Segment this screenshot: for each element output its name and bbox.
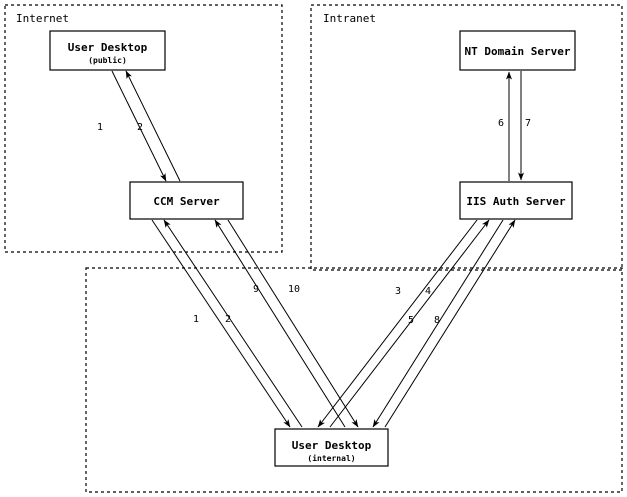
zone-internal-boundary <box>85 267 623 493</box>
edge-step-labels: 1 2 1 2 3 4 5 8 6 7 9 10 <box>97 118 531 326</box>
edge-group-public-ccm <box>111 70 181 182</box>
edge-1-ccm-to-internal <box>151 219 291 428</box>
edge-2-internal-to-ccm <box>163 219 303 428</box>
node-box-nt-domain-server[interactable] <box>459 30 576 71</box>
edge-label-step-8: 8 <box>434 315 440 326</box>
node-title-ccm-server: CCM Server <box>153 195 220 208</box>
node-box-user-desktop-internal[interactable] <box>274 428 389 467</box>
edge-label-step-3: 3 <box>395 286 401 297</box>
edge-5-iis-to-internal <box>372 219 504 428</box>
edge-8-internal-to-iis <box>384 219 516 428</box>
node-ccm-server[interactable]: CCM Server <box>129 181 244 220</box>
zone-boundaries <box>4 4 623 493</box>
node-box-iis-auth-server[interactable] <box>459 181 573 220</box>
edge-group-ccm-internal-12 <box>151 219 303 428</box>
node-box-user-desktop-public[interactable] <box>49 30 166 71</box>
edge-label-step-2-internal: 2 <box>225 314 231 325</box>
node-user-desktop-public[interactable]: User Desktop (public) <box>49 30 166 71</box>
node-iis-auth-server[interactable]: IIS Auth Server <box>459 181 573 220</box>
node-subtitle-user-desktop-internal: (internal) <box>307 453 355 463</box>
zone-label-intranet: Intranet <box>323 12 376 25</box>
edge-label-step-2-public: 2 <box>137 122 143 133</box>
zone-internet-boundary <box>4 4 283 253</box>
edge-group-iis-internal-34 <box>317 219 490 428</box>
edge-label-step-1-internal: 1 <box>193 314 199 325</box>
edge-9-internal-to-ccm <box>214 219 346 428</box>
edge-group-ccm-internal-910 <box>214 219 359 428</box>
node-title-nt-domain-server: NT Domain Server <box>465 45 571 58</box>
zone-labels: Internet Intranet <box>16 12 376 25</box>
edge-label-step-9: 9 <box>253 284 259 295</box>
edge-10-ccm-to-internal <box>227 219 359 428</box>
node-title-user-desktop-public: User Desktop <box>68 41 148 54</box>
node-title-user-desktop-internal: User Desktop <box>292 439 372 452</box>
edge-4-internal-to-iis <box>329 219 490 428</box>
edge-group-iis-internal-58 <box>372 219 516 428</box>
edge-label-step-5: 5 <box>408 315 414 326</box>
edge-label-step-6: 6 <box>498 118 504 129</box>
zone-label-internet: Internet <box>16 12 69 25</box>
node-title-iis-auth-server: IIS Auth Server <box>466 195 566 208</box>
node-subtitle-user-desktop-public: (public) <box>88 55 127 65</box>
node-user-desktop-internal[interactable]: User Desktop (internal) <box>274 428 389 467</box>
edge-label-step-7: 7 <box>525 118 531 129</box>
edge-label-step-10: 10 <box>288 284 300 295</box>
node-nt-domain-server[interactable]: NT Domain Server <box>459 30 576 71</box>
node-box-ccm-server[interactable] <box>129 181 244 220</box>
edge-1-public-to-ccm <box>111 70 167 182</box>
edge-label-step-1-public: 1 <box>97 122 103 133</box>
edge-2-ccm-to-public <box>125 70 181 182</box>
edge-group-iis-ntdomain <box>506 71 524 181</box>
edge-3-iis-to-internal <box>317 219 478 428</box>
edge-label-step-4: 4 <box>425 286 431 297</box>
